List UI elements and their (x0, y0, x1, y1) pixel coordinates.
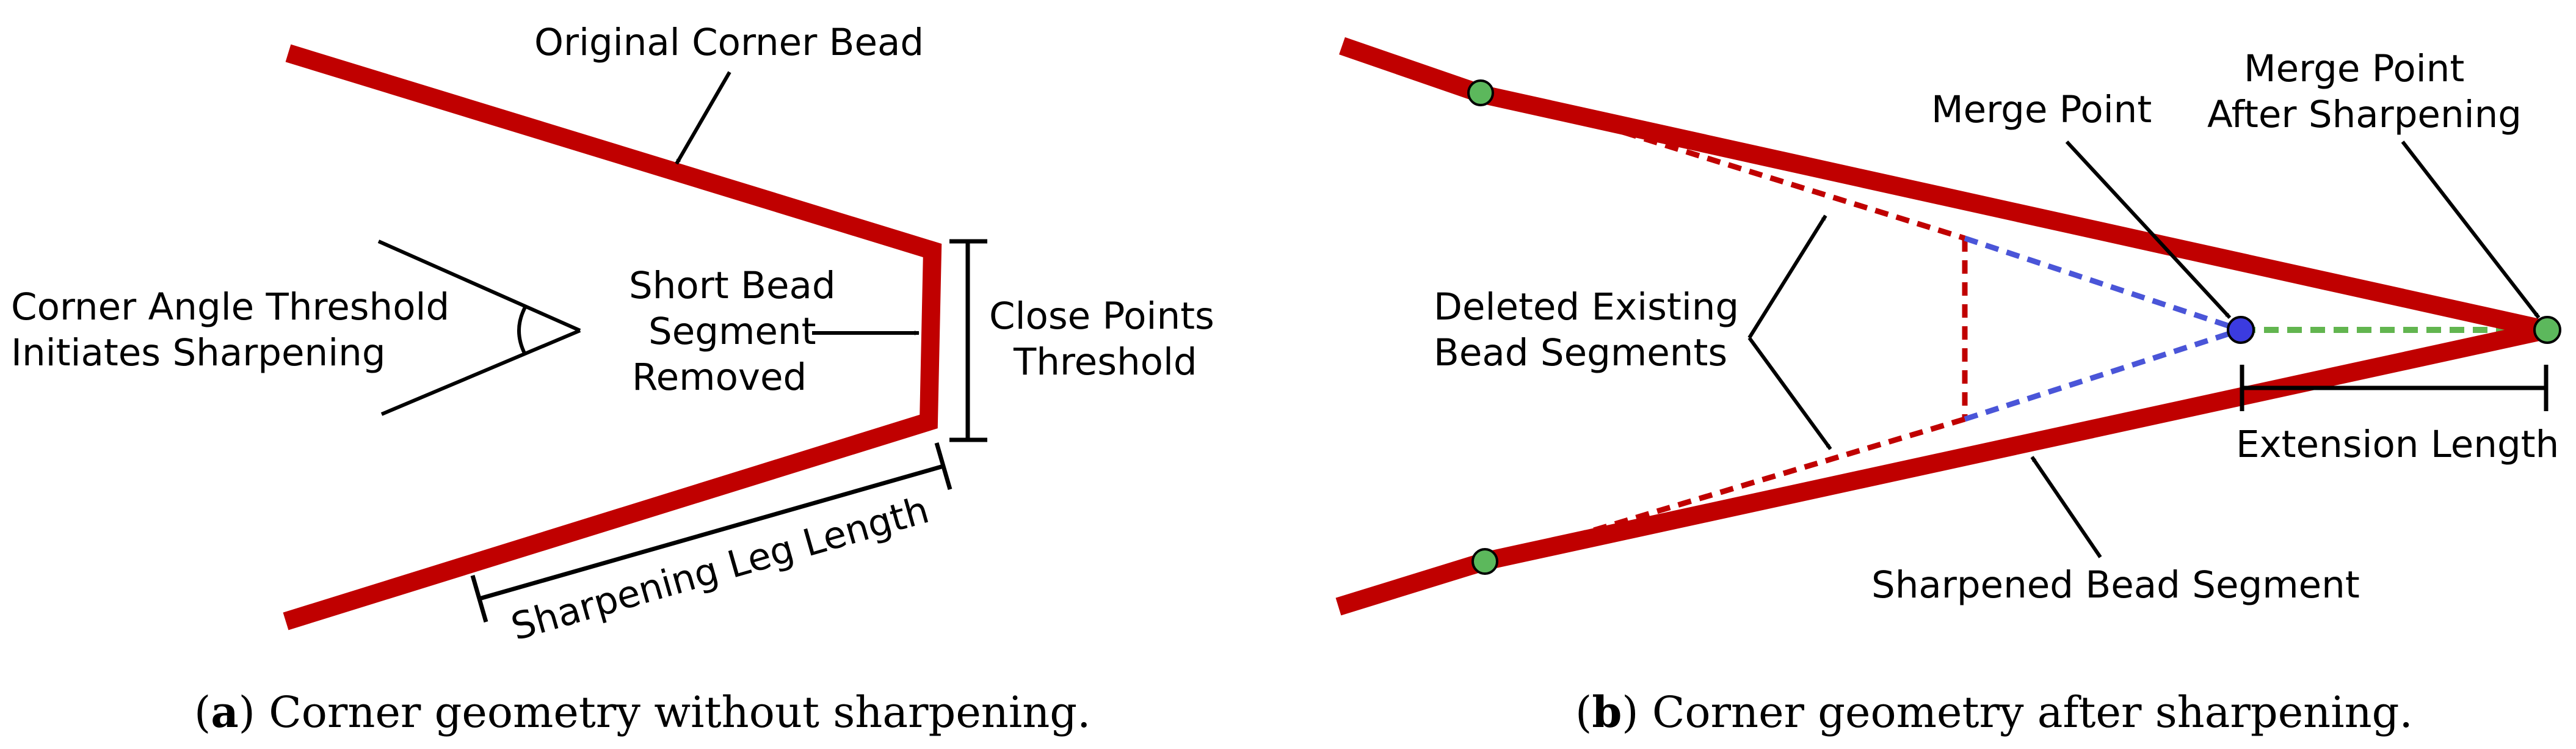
label-short-bead-line3: Removed (632, 356, 807, 399)
caption-b-letter: b (1592, 687, 1622, 737)
caption-b-open: ( (1575, 687, 1592, 737)
label-corner-angle-line1: Corner Angle Threshold (11, 285, 449, 329)
label-corner-angle-line2: Initiates Sharpening (11, 331, 386, 374)
label-merge-point: Merge Point (1931, 88, 2152, 131)
arrow-to-merge-after (2401, 141, 2541, 319)
label-short-bead-line2: Segment (648, 310, 816, 353)
deleted-segments-pointer (1747, 214, 1832, 450)
original-corner-bead (283, 44, 942, 630)
label-merge-after-line1: Merge Point (2244, 47, 2464, 90)
label-sharpened-bead-segment: Sharpened Bead Segment (1871, 563, 2360, 607)
caption-a-letter: a (211, 687, 238, 737)
caption-a-open: ( (194, 687, 211, 737)
close-points-bracket (949, 239, 987, 442)
merge-extension-lines (1964, 235, 2242, 422)
caption-a-text: ) Corner geometry without sharpening. (239, 687, 1091, 737)
arrow-to-sharpened-segment (2030, 456, 2102, 558)
sharpened-bead (1335, 37, 2550, 616)
caption-a: (a) Corner geometry without sharpening. (194, 687, 1090, 737)
label-deleted-line2: Bead Segments (1434, 331, 1727, 374)
sharpening-leg-dimension (470, 442, 952, 623)
merge-point-after-sharpening (2533, 316, 2561, 344)
corner-angle-icon (377, 239, 581, 416)
arrow-to-merge-point (2065, 140, 2232, 320)
arrow-to-original-bead (675, 71, 731, 165)
label-deleted-line1: Deleted Existing (1434, 285, 1739, 329)
caption-b-text: ) Corner geometry after sharpening. (1622, 687, 2412, 737)
label-extension-length: Extension Length (2236, 423, 2559, 466)
extension-length-dimension (2240, 365, 2549, 411)
green-point-bottom (1471, 548, 1498, 575)
label-sharpening-leg-length: Sharpening Leg Length (507, 488, 934, 649)
label-close-points-line2: Threshold (1013, 340, 1197, 384)
label-close-points-line1: Close Points (989, 294, 1214, 338)
green-point-top (1467, 79, 1494, 106)
label-original-corner-bead: Original Corner Bead (534, 21, 924, 64)
label-short-bead-line1: Short Bead (629, 264, 836, 307)
label-merge-after-line2: After Sharpening (2207, 93, 2522, 136)
caption-b: (b) Corner geometry after sharpening. (1575, 687, 2413, 737)
panel-b: Merge Point Merge Point After Sharpening… (1335, 37, 2561, 737)
panel-a: Original Corner Bead Corner Angle Thresh… (11, 21, 1214, 737)
merge-point (2227, 316, 2255, 344)
